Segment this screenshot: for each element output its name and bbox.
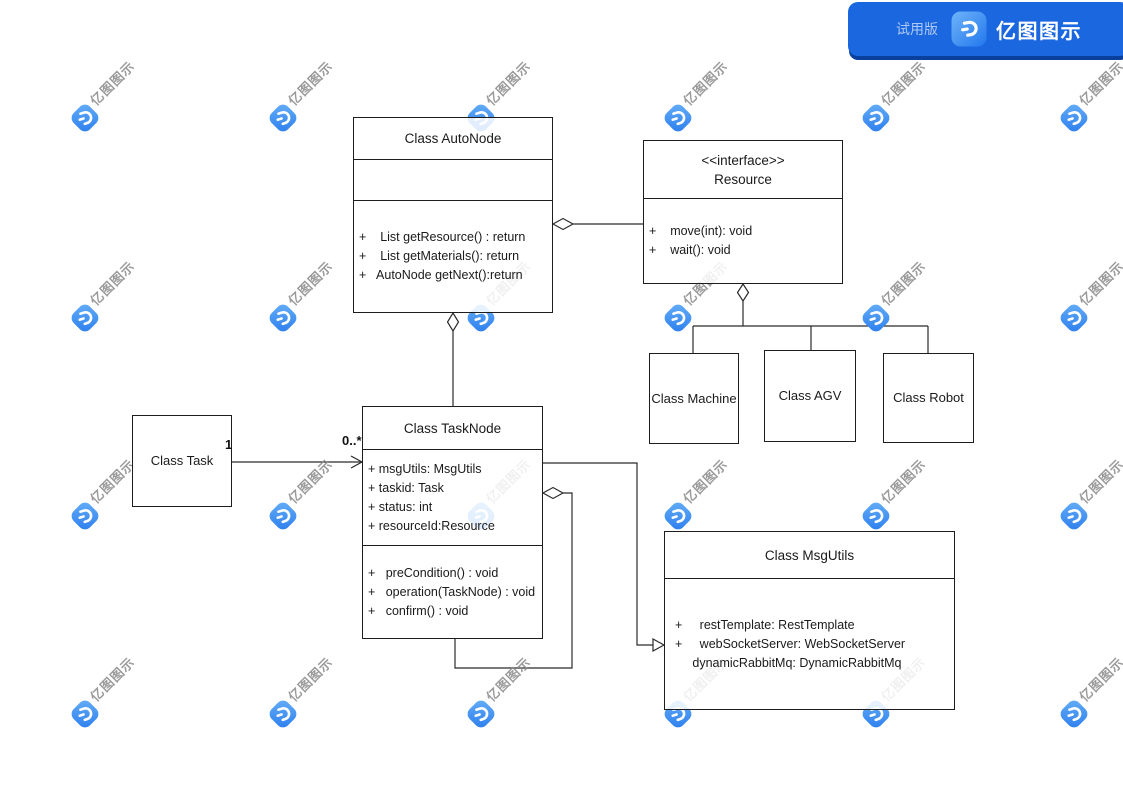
connector-aggregation-resource-children[interactable] — [692, 282, 929, 353]
class-title: Class Robot — [893, 390, 964, 405]
methods-section: + move(int): void + wait(): void — [644, 199, 842, 283]
edraw-logo-icon — [1060, 104, 1088, 132]
watermark: 亿图图示 — [1057, 58, 1123, 135]
watermark: 亿图图示 — [68, 58, 138, 135]
attributes-section: + msgUtils: MsgUtils + taskid: Task + st… — [363, 450, 542, 546]
edraw-logo-icon — [71, 502, 99, 530]
trial-banner: 试用版 亿图图示 — [848, 2, 1123, 56]
edraw-logo-icon — [71, 104, 99, 132]
method-line: + operation(TaskNode) : void — [368, 584, 536, 599]
method-line: + preCondition() : void — [368, 565, 499, 580]
stereotype-label: <<interface>> — [701, 152, 785, 168]
attribute-line: + restTemplate: RestTemplate — [675, 617, 855, 632]
class-title: Class TaskNode — [363, 407, 542, 450]
method-line: + List getResource() : return — [359, 230, 526, 244]
class-title: <<interface>> Resource — [644, 141, 842, 199]
edraw-logo-icon — [71, 304, 99, 332]
edraw-logo-icon — [862, 104, 890, 132]
edraw-logo-icon — [664, 502, 692, 530]
edraw-logo-icon — [269, 304, 297, 332]
method-line: + AutoNode getNext():return — [359, 268, 523, 282]
class-title: Class AutoNode — [354, 118, 552, 160]
watermark: 亿图图示 — [859, 456, 929, 533]
connector-association-tasknode-msgutils[interactable] — [543, 462, 666, 653]
edraw-logo-icon — [862, 304, 890, 332]
methods-section: + preCondition() : void + operation(Task… — [363, 546, 542, 638]
class-machine-box[interactable]: Class Machine — [649, 353, 739, 444]
watermark: 亿图图示 — [464, 654, 534, 731]
attribute-line: + msgUtils: MsgUtils — [368, 461, 482, 476]
edraw-logo-icon — [269, 700, 297, 728]
attribute-line: + taskid: Task — [368, 480, 444, 495]
attributes-section: + restTemplate: RestTemplate + webSocket… — [665, 579, 954, 709]
edraw-logo-icon — [269, 104, 297, 132]
watermark: 亿图图示 — [1057, 456, 1123, 533]
watermark: 亿图图示 — [661, 58, 731, 135]
class-agv-box[interactable]: Class AGV — [764, 350, 856, 442]
method-line: + move(int): void — [649, 224, 753, 238]
watermark: 亿图图示 — [859, 58, 929, 135]
edraw-logo-icon — [269, 502, 297, 530]
methods-section: + List getResource() : return + List get… — [354, 201, 552, 312]
attribute-line: + status: int — [368, 499, 433, 514]
watermark: 亿图图示 — [266, 258, 336, 335]
class-title: Class MsgUtils — [665, 532, 954, 579]
multiplicity-label-many: 0..* — [342, 433, 362, 448]
connector-self-aggregation-tasknode[interactable] — [454, 486, 573, 669]
connector-aggregation-autonode-resource[interactable] — [551, 217, 643, 231]
method-line: + wait(): void — [649, 243, 731, 257]
edraw-logo-icon — [71, 700, 99, 728]
class-robot-box[interactable]: Class Robot — [883, 353, 974, 443]
watermark: 亿图图示 — [1057, 258, 1123, 335]
interface-resource-box[interactable]: <<interface>> Resource + move(int): void… — [643, 140, 843, 284]
class-task-box[interactable]: Class Task — [132, 415, 232, 507]
class-title: Class AGV — [778, 388, 842, 403]
method-line: + confirm() : void — [368, 603, 469, 618]
watermark: 亿图图示 — [859, 258, 929, 335]
class-msgutils-box[interactable]: Class MsgUtils + restTemplate: RestTempl… — [664, 531, 955, 710]
trial-version-label: 试用版 — [896, 21, 938, 37]
class-tasknode-box[interactable]: Class TaskNode + msgUtils: MsgUtils + ta… — [362, 406, 543, 639]
watermark: 亿图图示 — [68, 654, 138, 731]
watermark: 亿图图示 — [266, 456, 336, 533]
attribute-line: dynamicRabbitMq: DynamicRabbitMq — [675, 655, 902, 670]
watermark: 亿图图示 — [661, 456, 731, 533]
watermark: 亿图图示 — [266, 654, 336, 731]
class-title: Class Machine — [651, 390, 737, 406]
watermark: 亿图图示 — [1057, 654, 1123, 731]
edraw-logo-icon — [664, 104, 692, 132]
interface-name: Resource — [714, 171, 772, 187]
method-line: + List getMaterials(): return — [359, 249, 520, 263]
watermark: 亿图图示 — [266, 58, 336, 135]
watermark: 亿图图示 — [68, 258, 138, 335]
edraw-logo-icon — [1060, 304, 1088, 332]
edraw-logo-icon — [1060, 700, 1088, 728]
edraw-logo-icon — [1060, 502, 1088, 530]
watermark: 亿图图示 — [68, 456, 138, 533]
edraw-logo-icon — [664, 304, 692, 332]
edraw-logo-icon — [862, 502, 890, 530]
brand-name: 亿图图示 — [996, 20, 1082, 43]
multiplicity-label-one: 1 — [225, 437, 233, 452]
edraw-logo-icon — [951, 11, 987, 47]
edraw-logo-icon — [467, 700, 495, 728]
class-title: Class Task — [150, 453, 214, 468]
attributes-section — [354, 160, 552, 201]
attribute-line: + webSocketServer: WebSocketServer — [675, 636, 906, 651]
class-autonode-box[interactable]: Class AutoNode + List getResource() : re… — [353, 117, 553, 313]
connector-aggregation-autonode-tasknode[interactable] — [446, 311, 460, 406]
attribute-line: + resourceId:Resource — [368, 518, 495, 533]
watermark: 亿图图示 — [661, 258, 731, 335]
connector-association-task-tasknode[interactable] — [232, 455, 364, 469]
